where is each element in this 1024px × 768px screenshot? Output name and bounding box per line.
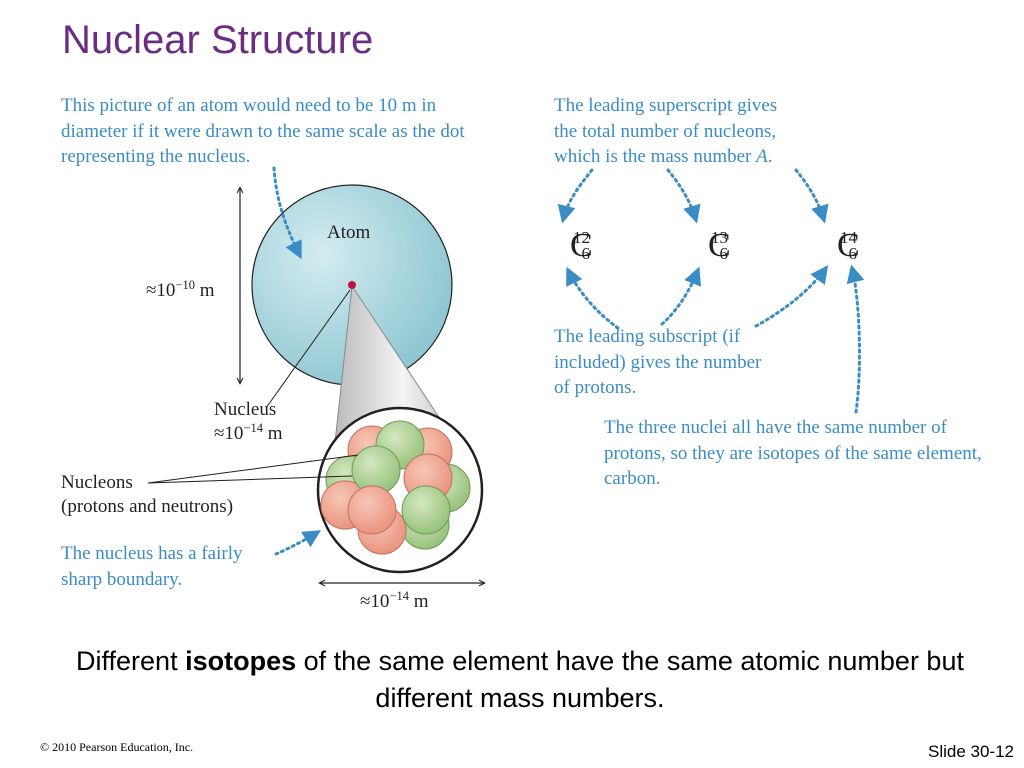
isotope-mass-number: 12	[573, 228, 590, 247]
subscript-arrow-14	[754, 265, 829, 328]
isotopes-statement: Different isotopes of the same element h…	[76, 646, 964, 713]
nucleons-leader	[147, 475, 353, 484]
superscript-caption-line: the total number of nucleons,	[554, 120, 777, 142]
superscript-caption-line: which is the mass number A.	[554, 146, 773, 167]
isotope-mass-number: 13	[711, 228, 728, 247]
nucleons-label: Nucleons (protons and neutrons)	[61, 472, 234, 517]
subscript-arrow-13	[660, 266, 702, 326]
atom-size-label: ≈10−10 m	[146, 278, 215, 301]
nucleon-cluster	[320, 420, 471, 555]
superscript-arrow-12	[557, 168, 594, 224]
nuclear-structure-figure	[147, 166, 865, 640]
slide-title: Nuclear Structure	[62, 18, 374, 62]
isotope-carbon-14: 14 6 C	[815, 229, 935, 269]
isotope-symbol: C	[837, 227, 860, 264]
carbon-note-arrow	[846, 264, 865, 414]
isotopes-note-caption: The three nuclei all have the same numbe…	[604, 417, 982, 489]
superscript-caption-line: The leading superscript gives	[554, 95, 778, 116]
nucleus-label: Nucleus ≈10−14 m	[214, 398, 283, 447]
subscript-arrow-12	[566, 266, 620, 330]
isotope-atomic-number: 6	[848, 244, 858, 263]
isotope-atomic-number: 6	[581, 244, 591, 263]
superscript-caption: The leading superscript gives the total …	[554, 93, 854, 170]
atom-caption-arrow	[272, 166, 302, 260]
isotope-symbol: C	[570, 227, 593, 264]
nucleus-leader	[265, 289, 351, 409]
superscript-arrow-13	[666, 168, 701, 224]
superscript-arrow-14	[794, 168, 829, 224]
isotope-mass-number: 14	[840, 228, 857, 247]
boundary-arrow	[274, 530, 322, 556]
isotope-symbol: C	[708, 227, 731, 264]
atom-label: Atom	[327, 222, 371, 243]
isotope-carbon-13: 13 6 C	[686, 229, 806, 269]
slide-number: Slide 30-12	[927, 742, 1014, 761]
nucleon-neutron	[401, 485, 451, 535]
nucleons-leader	[147, 454, 359, 484]
nucleus-size-label: ≈10−14 m	[214, 421, 283, 444]
subscript-caption: The leading subscript (if included) give…	[554, 326, 762, 398]
boundary-caption: The nucleus has a fairly sharp boundary.	[61, 543, 243, 590]
nucleus-dot	[348, 281, 356, 289]
atom-scale-caption: This picture of an atom would need to be…	[61, 95, 465, 167]
isotope-carbon-12: 12 6 C	[548, 229, 668, 269]
nucleon-proton	[347, 485, 397, 535]
mass-number-symbol: A	[756, 146, 768, 167]
isotope-atomic-number: 6	[719, 244, 729, 263]
isotopes-keyword: isotopes	[185, 646, 297, 676]
copyright-notice: © 2010 Pearson Education, Inc.	[40, 740, 194, 754]
bottom-size-label: ≈10−14 m	[360, 589, 429, 612]
